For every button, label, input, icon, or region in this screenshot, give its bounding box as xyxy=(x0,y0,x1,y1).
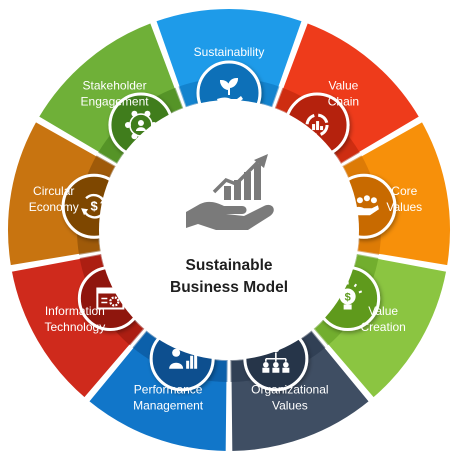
cycle-chart-icon xyxy=(305,113,329,137)
segment-label: Management xyxy=(133,398,204,412)
segment-label: Value xyxy=(368,304,398,318)
segment-label: Organizational xyxy=(251,382,328,396)
segment-label: Circular xyxy=(33,184,74,198)
segment-label: Stakeholder xyxy=(83,79,147,93)
svg-text:$: $ xyxy=(90,199,98,214)
segment-label: Values xyxy=(386,200,422,214)
center-title-line-2: Business Model xyxy=(170,279,288,296)
segment-label: Technology xyxy=(44,320,105,334)
segment-label: Economy xyxy=(29,200,79,214)
center-title-line-1: Sustainable xyxy=(186,257,273,274)
segment-label: Engagement xyxy=(81,95,150,109)
segment-label: Value xyxy=(329,79,359,93)
segment-label: Sustainability xyxy=(194,45,265,59)
segment-label: Values xyxy=(272,398,308,412)
segment-label: Core xyxy=(391,184,417,198)
segment-label: Information xyxy=(45,304,105,318)
center-hub: Sustainable Business Model xyxy=(99,100,359,360)
segment-label: Chain xyxy=(328,95,359,109)
person-performance-chart-icon xyxy=(169,348,198,369)
svg-text:$: $ xyxy=(345,292,351,304)
hand-growth-chart-icon xyxy=(186,154,274,230)
team-hierarchy-icon xyxy=(262,345,290,373)
segment-label: Creation xyxy=(360,320,405,334)
segment-label: Performance xyxy=(134,382,203,396)
